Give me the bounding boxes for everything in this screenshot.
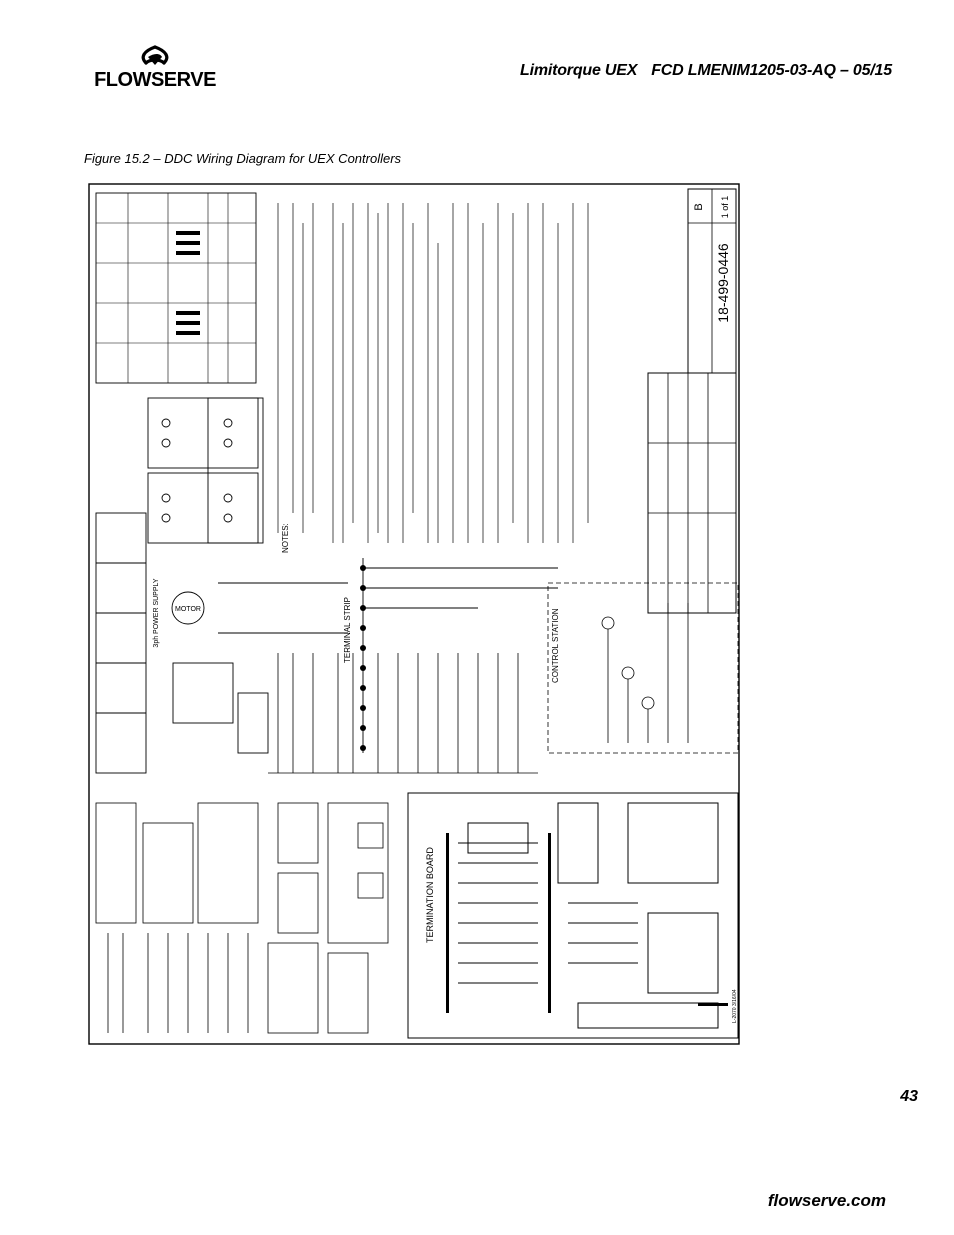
svg-text:L-2070 3/16/04: L-2070 3/16/04 <box>732 989 738 1023</box>
notes-title: NOTES: <box>281 523 290 553</box>
figure-caption: Figure 15.2 – DDC Wiring Diagram for UEX… <box>84 151 402 166</box>
product-name: Limitorque UEX <box>520 62 638 79</box>
terminal-strip-label: TERMINAL STRIP <box>343 597 352 663</box>
power-supply-section: MOTOR 3ph POWER SUPPLY <box>95 512 348 774</box>
svg-text:MOTOR: MOTOR <box>175 606 201 613</box>
switch-table <box>95 192 257 384</box>
control-station-label: CONTROL STATION <box>551 608 560 683</box>
terminal-strip: TERMINAL STRIP <box>343 558 558 753</box>
footer-url[interactable]: flowserve.com <box>767 1191 886 1210</box>
sheet-number: 1 of 1 <box>720 196 730 219</box>
termination-board-label: TERMINATION BOARD <box>425 847 435 943</box>
brand-wordmark: FLOWSERVE <box>94 69 216 91</box>
notes-block: NOTES: <box>277 203 589 553</box>
title-block: 18-499-0446 1 of 1 B <box>647 188 737 614</box>
power-supply-label: 3ph POWER SUPPLY <box>153 578 160 647</box>
wiring-diagram: 18-499-0446 1 of 1 B NOTES: <box>88 183 740 1045</box>
document-code: FCD LMENIM1205-03-AQ – 05/15 <box>651 62 892 79</box>
page-number: 43 <box>900 1088 918 1105</box>
limit-switch-boxes <box>147 397 264 544</box>
drawing-number: 18-499-0446 <box>715 243 731 323</box>
input-relays <box>95 802 389 1034</box>
page-header: Limitorque UEX FCD LMENIM1205-03-AQ – 05/… <box>520 62 892 80</box>
control-station: CONTROL STATION <box>547 582 739 754</box>
flowserve-logo: FLOWSERVE <box>94 45 217 91</box>
revision: B <box>693 203 705 210</box>
termination-board: TERMINATION BOARD <box>407 792 739 1039</box>
switch-wiring <box>268 653 538 774</box>
